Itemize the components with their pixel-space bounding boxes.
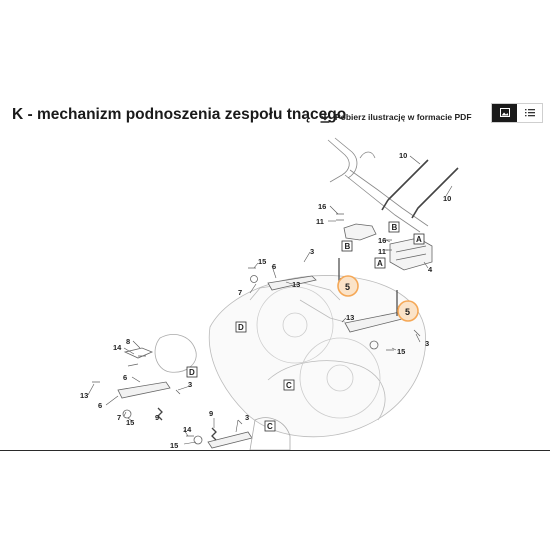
divider — [0, 450, 550, 451]
part-label-10[interactable]: 10 — [399, 151, 407, 160]
part-label-15[interactable]: 15 — [126, 418, 134, 427]
page-header: K - mechanizm podnoszenia zespołu tnąceg… — [0, 98, 550, 132]
ref-marker-d: D — [235, 321, 247, 333]
ref-letter: A — [416, 235, 422, 244]
part-label-6[interactable]: 6 — [123, 373, 127, 382]
ref-letter: B — [392, 223, 398, 232]
part-label-3[interactable]: 3 — [425, 339, 429, 348]
list-icon — [524, 104, 535, 122]
ref-marker-b: B — [388, 221, 400, 233]
callout-label: 5 — [405, 307, 410, 317]
part-label-13[interactable]: 13 — [292, 280, 300, 289]
part-label-8[interactable]: 8 — [126, 337, 130, 346]
part-label-9[interactable]: 9 — [209, 409, 213, 418]
part-label-3[interactable]: 3 — [310, 247, 314, 256]
part-label-7[interactable]: 7 — [238, 288, 242, 297]
ref-marker-a: A — [374, 257, 386, 269]
part-label-6[interactable]: 6 — [272, 262, 276, 271]
ref-letter: C — [267, 422, 273, 431]
ref-letter: D — [189, 368, 195, 377]
part-label-14[interactable]: 14 — [183, 425, 192, 434]
list-view-button[interactable] — [517, 104, 542, 122]
page-title: K - mechanizm podnoszenia zespołu tnąceg… — [12, 106, 347, 123]
part-label-7[interactable]: 7 — [117, 413, 121, 422]
part-label-11[interactable]: 11 — [378, 247, 386, 256]
part-label-13[interactable]: 13 — [346, 313, 354, 322]
part-label-6[interactable]: 6 — [98, 401, 102, 410]
part-label-16[interactable]: 16 — [378, 236, 386, 245]
ref-letter: B — [345, 242, 351, 251]
part-label-15[interactable]: 15 — [397, 347, 405, 356]
part-label-4[interactable]: 4 — [428, 265, 433, 274]
part-label-16[interactable]: 16 — [318, 202, 326, 211]
part-label-3[interactable]: 3 — [245, 413, 249, 422]
download-pdf-link[interactable]: Pobierz ilustrację w formacie PDF — [320, 110, 472, 124]
part-label-15[interactable]: 15 — [170, 441, 178, 450]
download-icon — [320, 111, 330, 123]
part-label-11[interactable]: 11 — [316, 217, 324, 226]
image-icon — [499, 104, 510, 122]
image-view-button[interactable] — [492, 104, 517, 122]
view-toggle — [491, 103, 543, 123]
parts-diagram: 10 10 16 11 16 11 4 3 15 6 7 13 13 8 14 … — [0, 132, 550, 450]
ref-letter: C — [286, 381, 292, 390]
part-label-3[interactable]: 3 — [188, 380, 192, 389]
part-label-9[interactable]: 9 — [155, 413, 159, 422]
part-label-13[interactable]: 13 — [80, 391, 88, 400]
callout-label: 5 — [345, 282, 350, 292]
part-label-15[interactable]: 15 — [258, 257, 266, 266]
ref-marker-c: C — [283, 379, 295, 391]
callout-part-5[interactable]: 5 — [337, 275, 359, 297]
ref-marker-b: B — [341, 240, 353, 252]
callout-part-5[interactable]: 5 — [397, 300, 419, 322]
ref-letter: A — [377, 259, 383, 268]
part-label-14[interactable]: 14 — [113, 343, 122, 352]
parts-diagram-svg: 10 10 16 11 16 11 4 3 15 6 7 13 13 8 14 … — [80, 137, 459, 450]
ref-marker-a: A — [413, 233, 425, 245]
ref-marker-d: D — [186, 366, 198, 378]
part-label-10[interactable]: 10 — [443, 194, 451, 203]
download-pdf-label: Pobierz ilustrację w formacie PDF — [335, 112, 472, 122]
ref-letter: D — [238, 323, 244, 332]
ref-marker-c: C — [264, 420, 276, 432]
